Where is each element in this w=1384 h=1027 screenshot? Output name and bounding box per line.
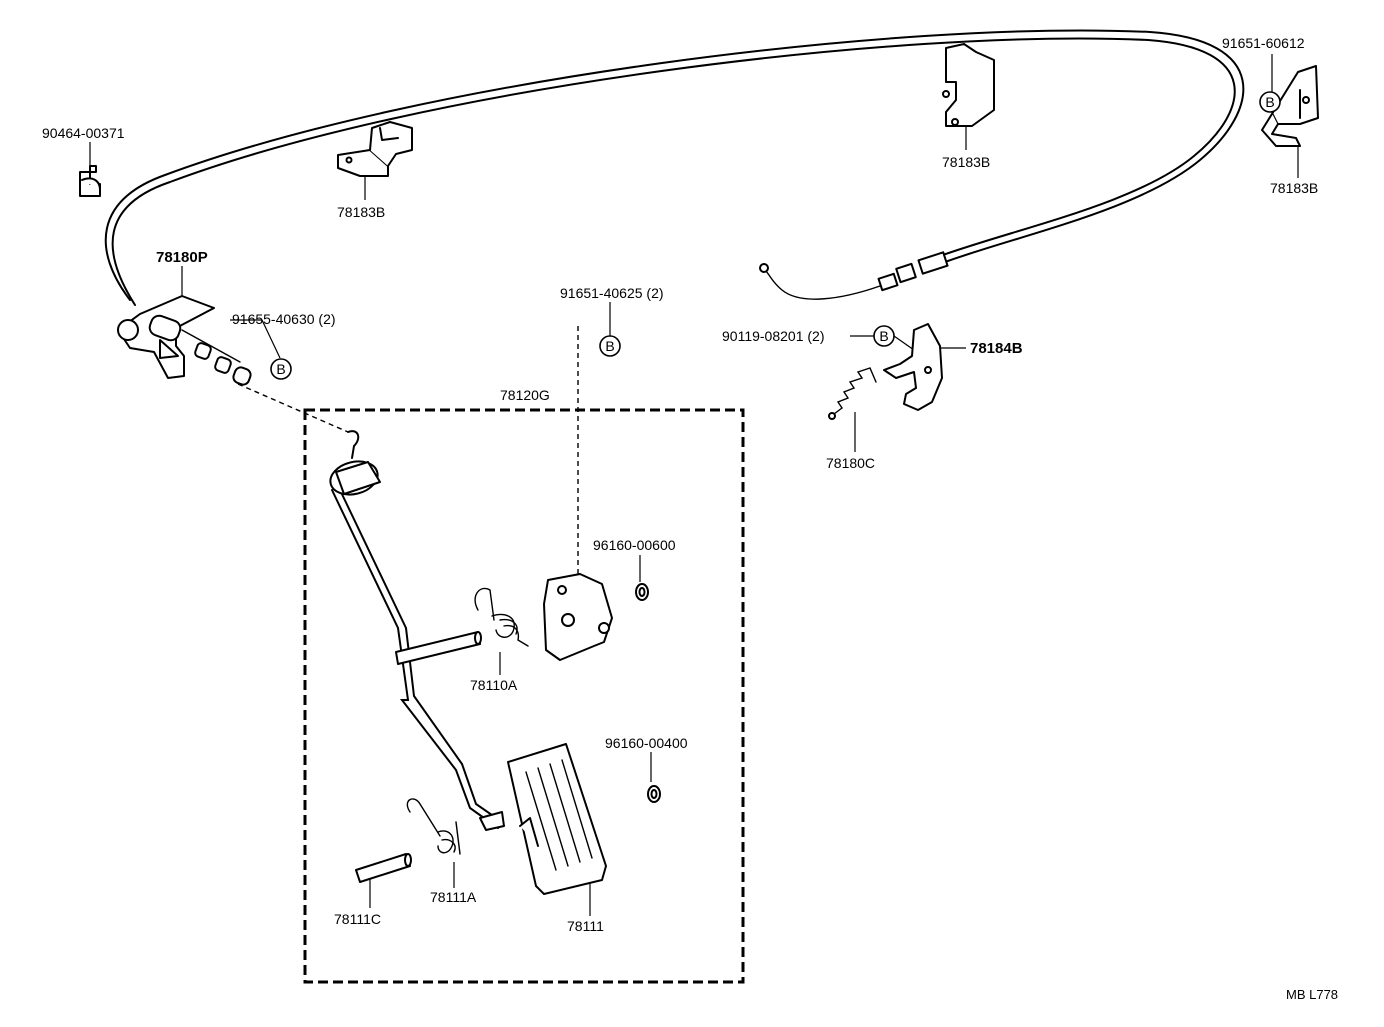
svg-text:B: B bbox=[276, 361, 285, 377]
washer-96160-00400 bbox=[647, 785, 661, 803]
bolt-symbol-90119: B bbox=[873, 325, 895, 347]
pedal-arm bbox=[329, 430, 505, 831]
bracket-78183b-right bbox=[1261, 65, 1319, 147]
part-labels: 90464-00371 78183B 78183B 91651-60612 78… bbox=[42, 35, 1338, 1002]
label-78184b: 78184B bbox=[970, 340, 1023, 357]
bolt-symbol-91655: B bbox=[270, 358, 292, 380]
spring-78110a bbox=[474, 587, 529, 647]
spring-78180c bbox=[828, 367, 877, 420]
accelerator-cable bbox=[104, 29, 1245, 306]
label-78180c: 78180C bbox=[826, 455, 875, 471]
pin-78111c bbox=[355, 853, 412, 883]
lever-78184b bbox=[883, 323, 943, 411]
bracket-78180p bbox=[117, 295, 252, 386]
bolt-symbol-91651-40625: B bbox=[599, 335, 621, 357]
label-78111a: 78111A bbox=[430, 889, 477, 905]
label-90119-08201: 90119-08201 (2) bbox=[722, 328, 824, 344]
spring-78111a bbox=[406, 798, 461, 855]
label-78183b-left: 78183B bbox=[337, 204, 385, 220]
label-90464-00371: 90464-00371 bbox=[42, 125, 125, 141]
label-78183b-right: 78183B bbox=[1270, 180, 1318, 196]
pedal-bracket-plate bbox=[543, 573, 613, 661]
label-91651-40625: 91651-40625 (2) bbox=[560, 285, 664, 301]
label-96160-00600: 96160-00600 bbox=[593, 537, 676, 553]
label-91651-60612: 91651-60612 bbox=[1222, 35, 1305, 51]
label-91655-40630: 91655-40630 (2) bbox=[232, 311, 336, 327]
pedal-pad-78111 bbox=[507, 743, 607, 895]
svg-text:B: B bbox=[1265, 94, 1274, 110]
assembly-frame-78120g bbox=[303, 408, 745, 984]
diagram-code: MB L778 bbox=[1286, 987, 1338, 1002]
pivot-shaft bbox=[395, 631, 482, 665]
label-96160-00400: 96160-00400 bbox=[605, 735, 688, 751]
washer-96160-00600 bbox=[635, 583, 649, 601]
svg-text:B: B bbox=[605, 338, 614, 354]
bracket-78183b-left bbox=[337, 121, 413, 177]
svg-text:B: B bbox=[879, 328, 888, 344]
label-78111c: 78111C bbox=[334, 911, 381, 927]
leader-lines bbox=[89, 54, 1299, 916]
label-78111: 78111 bbox=[567, 918, 604, 934]
bracket-78183b-middle bbox=[942, 43, 995, 127]
label-78183b-middle: 78183B bbox=[942, 154, 990, 170]
label-78120g: 78120G bbox=[500, 387, 550, 403]
clip-90464-00371 bbox=[79, 165, 101, 197]
label-78110a: 78110A bbox=[470, 677, 518, 693]
label-78180p: 78180P bbox=[156, 249, 208, 266]
bolt-symbol-91651-60612: B bbox=[1259, 91, 1281, 113]
